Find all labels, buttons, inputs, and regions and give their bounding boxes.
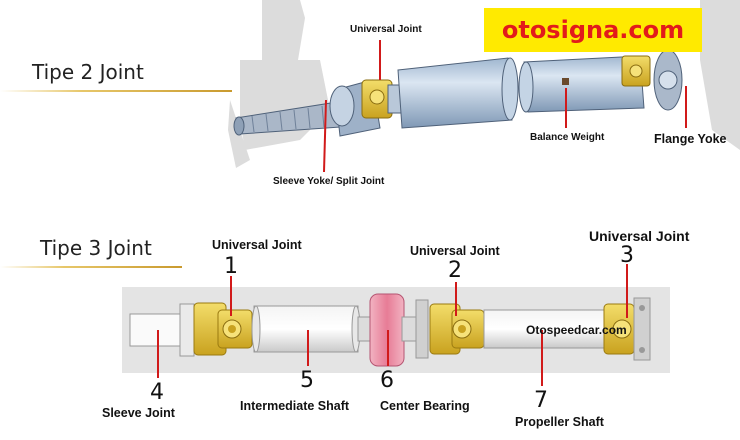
label-universal-joint-top: Universal Joint <box>350 24 422 35</box>
number-7: 7 <box>534 388 548 413</box>
label-universal-joint-3: Universal Joint <box>589 228 690 244</box>
label-intermediate-shaft: Intermediate Shaft <box>240 399 350 413</box>
watermark-badge: otosigna.com <box>484 8 702 52</box>
number-6: 6 <box>380 368 394 393</box>
label-balance-weight: Balance Weight <box>530 132 605 143</box>
tipe2-pointers <box>323 40 687 173</box>
watermark-text: otosigna.com <box>501 16 685 44</box>
tipe3-title: Tipe 3 Joint <box>40 236 152 260</box>
label-flange-yoke: Flange Yoke <box>654 132 727 146</box>
number-2: 2 <box>448 258 462 283</box>
number-5: 5 <box>300 368 314 393</box>
label-universal-joint-2: Universal Joint <box>410 244 500 258</box>
number-3: 3 <box>620 243 634 268</box>
tipe3-underline <box>0 266 182 268</box>
label-sleeve-joint: Sleeve Joint <box>102 406 175 420</box>
label-propeller-shaft: Propeller Shaft <box>515 415 604 429</box>
number-4: 4 <box>150 380 164 405</box>
tipe3-pointers <box>157 264 628 386</box>
label-sleeve-yoke: Sleeve Yoke/ Split Joint <box>273 176 385 187</box>
tipe2-title: Tipe 2 Joint <box>32 60 144 84</box>
label-center-bearing: Center Bearing <box>380 399 470 413</box>
number-1: 1 <box>224 254 238 279</box>
label-universal-joint-1: Universal Joint <box>212 238 302 252</box>
tipe2-underline <box>0 90 232 92</box>
label-otospeedcar: Otospeedcar.com <box>526 323 627 337</box>
tipe2-assembly <box>233 49 683 137</box>
